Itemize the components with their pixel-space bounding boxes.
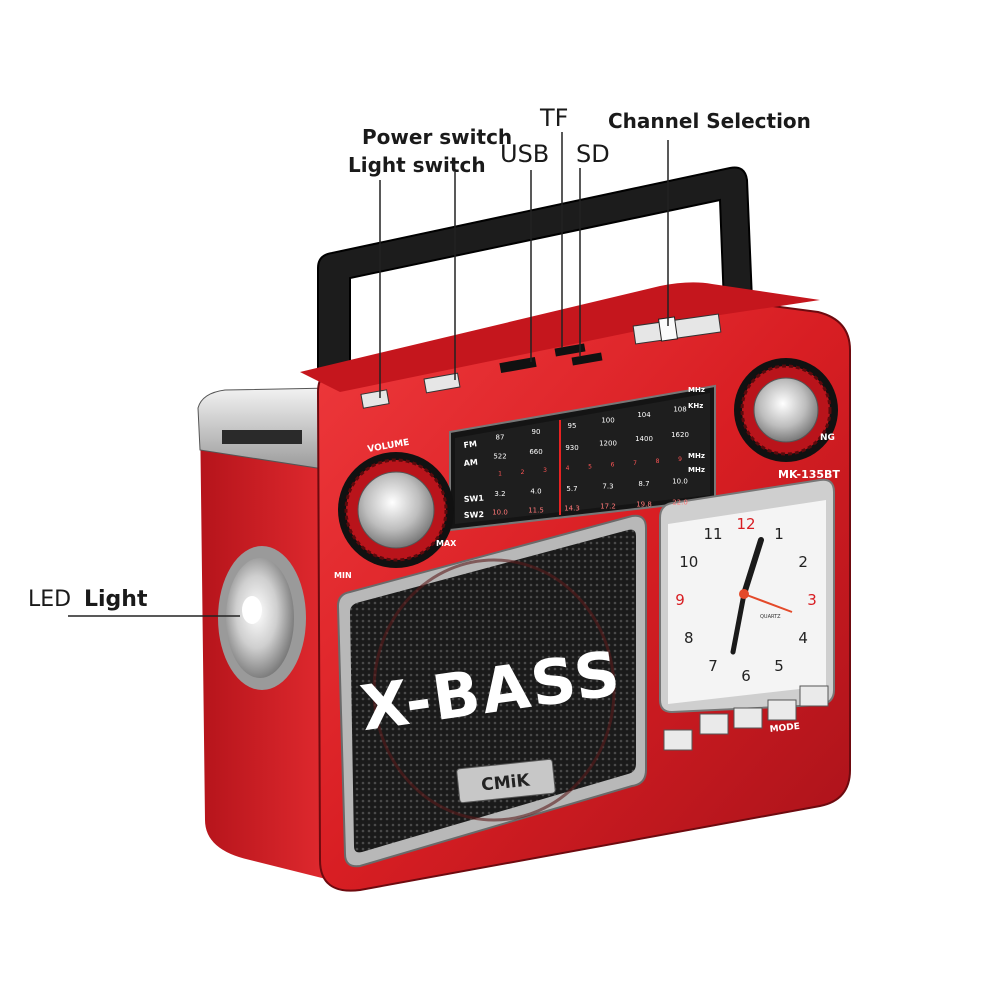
callout-lines [68,132,669,617]
dial-value-mid: 5 [588,463,592,470]
band-fm-unit: MHz [688,386,705,394]
callout-led-suffix: Light [84,587,148,612]
tuning-label: NG [820,433,835,443]
speaker-grille [336,514,647,868]
dial-value-sw1: 10.0 [672,477,688,485]
clock-number: 10 [679,553,698,571]
control-buttons [663,685,829,751]
band-am-label: AM [463,458,478,468]
model-label: MK-135BT [778,468,840,481]
clock-number: 5 [774,657,784,675]
band-sw2-unit: MHz [688,466,705,474]
dial-value-mid: 8 [656,458,660,465]
dial-value-sw1: 8.7 [638,480,649,488]
clock-number: 9 [675,591,685,609]
dial-value-fm: 95 [568,422,577,430]
dial-value-am: 930 [565,444,578,452]
callout-tf: TF [539,104,568,132]
dial-value-sw2: 11.5 [528,506,544,514]
callout-sd: SD [576,140,610,168]
next-button[interactable] [733,707,763,729]
tf-slot[interactable] [554,343,586,357]
usb-port[interactable] [499,356,537,374]
min-label: MIN [334,571,352,580]
side-slot [222,430,302,444]
clock-number: 2 [798,553,808,571]
band-sw1-label: SW1 [464,494,485,504]
brand-plate [456,758,556,804]
callout-power-switch: Power switch [362,125,512,149]
dial-value-sw2: 19.8 [636,500,652,508]
clock-number: 1 [774,525,784,543]
dial-value-sw1: 5.7 [566,485,577,493]
dial-value-fm: 104 [637,411,651,419]
clock-hour-hand [741,537,764,597]
clock-number: 7 [708,657,718,675]
dial-value-mid: 7 [633,460,637,467]
dial-value-fm: 108 [673,405,686,413]
dial-value-am: 1620 [671,431,689,439]
clock-number: 8 [684,629,694,647]
dial-value-mid: 6 [611,462,615,469]
max-label: MAX [436,539,457,548]
dial-value-mid: 2 [521,469,525,476]
clock-minute-hand [730,591,747,655]
clock-second-hand [743,593,793,613]
channel-selector[interactable] [632,313,722,345]
dial-value-mid: 9 [678,456,682,463]
dial-value-am: 1400 [635,435,653,443]
dial-value-am: 522 [493,452,506,460]
clock [659,478,835,714]
clock-brand: QUARTZ [760,614,781,620]
mode-label: MODE [769,722,800,735]
play-pause-button[interactable] [663,729,693,751]
band-fm-label: FM [463,439,478,450]
dial-value-mid: 4 [566,465,570,472]
dial-value-sw2: 10.0 [492,508,508,516]
band-sw2-label: SW2 [464,510,485,520]
callout-channel-selection: Channel Selection [608,109,811,133]
dial-value-fm: 87 [496,433,505,441]
volume-knob[interactable] [338,452,454,568]
band-sw1-unit: MHz [688,452,705,460]
dial-value-fm: 90 [532,428,541,436]
prev-button[interactable] [699,713,729,735]
clock-numbers: 12 12 3 45 6 78 9 10 11 [675,515,817,685]
clock-number: 12 [736,515,755,533]
clock-number: 3 [807,591,817,609]
dial-value-am: 1200 [599,439,617,447]
callout-light-switch: Light switch [348,153,486,177]
power-switch[interactable] [423,372,461,394]
dial-value-fm: 100 [601,417,614,425]
dial-value-sw1: 4.0 [530,487,541,495]
dial-value-sw1: 3.2 [494,490,505,498]
led-lamp [218,546,306,690]
tuning-knob[interactable] [734,358,838,462]
band-am-unit: KHz [688,402,703,410]
top-surface [300,282,820,392]
dial-value-mid: 1 [498,471,502,478]
dial-value-sw2: 17.2 [600,502,616,510]
dial-value-mid: 3 [543,467,547,474]
tuning-dial [449,384,716,532]
dial-value-sw2: 14.3 [564,504,580,512]
dial-value-sw1: 7.3 [602,482,613,490]
dial-value-am: 660 [529,448,542,456]
mode-button[interactable] [767,699,797,721]
clock-number: 6 [741,667,751,685]
callout-led-prefix: LED [28,587,71,612]
clock-number: 11 [703,525,722,543]
clock-number: 4 [798,629,808,647]
callout-usb: USB [500,140,549,168]
sd-slot[interactable] [571,352,603,366]
extra-button[interactable] [799,685,829,707]
light-switch[interactable] [360,389,390,409]
dial-value-sw2: 22.0 [672,498,688,506]
